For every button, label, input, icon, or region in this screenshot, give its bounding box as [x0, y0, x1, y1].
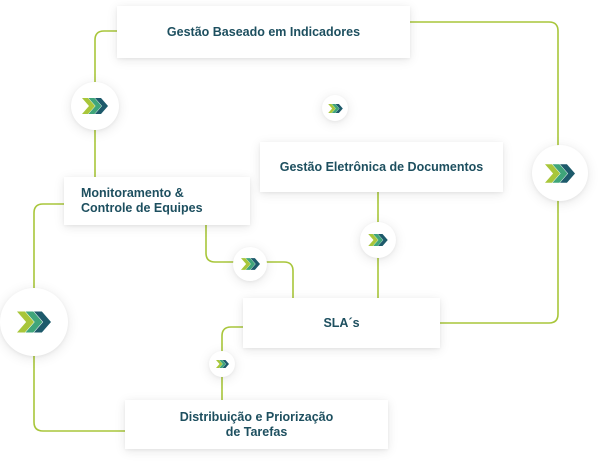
- node-distribuicao-line2: de Tarefas: [225, 424, 288, 439]
- triple-chevron-right-icon: [240, 258, 260, 270]
- triple-chevron-right-icon: [368, 234, 388, 246]
- connector-sla-distribuicao: [221, 326, 244, 401]
- node-gestao-indicadores: Gestão Baseado em Indicadores: [117, 6, 410, 58]
- badge-monitoramento-sla: [233, 247, 267, 281]
- badge-center-top: [322, 95, 348, 121]
- triple-chevron-right-icon: [327, 103, 343, 113]
- node-gestao-documentos-label: Gestão Eletrônica de Documentos: [279, 159, 484, 174]
- triple-chevron-right-icon: [17, 311, 51, 333]
- connector-indicadores-monitoramento: [94, 30, 118, 179]
- badge-right: [532, 145, 588, 201]
- node-distribuicao: Distribuição e Priorização de Tarefas: [125, 400, 388, 449]
- triple-chevron-right-icon: [545, 163, 575, 183]
- triple-chevron-right-icon: [82, 98, 108, 114]
- node-monitoramento: Monitoramento & Controle de Equipes: [64, 177, 250, 225]
- node-gestao-documentos: Gestão Eletrônica de Documentos: [260, 142, 503, 192]
- badge-sla-distribuicao: [209, 351, 235, 377]
- triple-chevron-right-icon: [215, 360, 229, 368]
- node-monitoramento-line1: Monitoramento &: [81, 186, 184, 200]
- node-monitoramento-label: Monitoramento & Controle de Equipes: [81, 186, 203, 216]
- badge-indicadores-left: [71, 82, 119, 130]
- node-gestao-indicadores-label: Gestão Baseado em Indicadores: [166, 24, 361, 39]
- node-distribuicao-line1: Distribuição e Priorização: [179, 409, 334, 424]
- node-distribuicao-label: Distribuição e Priorização de Tarefas: [180, 410, 334, 440]
- node-monitoramento-line2: Controle de Equipes: [81, 201, 203, 215]
- badge-documentos-sla: [360, 222, 396, 258]
- badge-left-large: [0, 288, 68, 356]
- node-sla: SLA´s: [243, 298, 440, 348]
- node-sla-label: SLA´s: [323, 315, 360, 330]
